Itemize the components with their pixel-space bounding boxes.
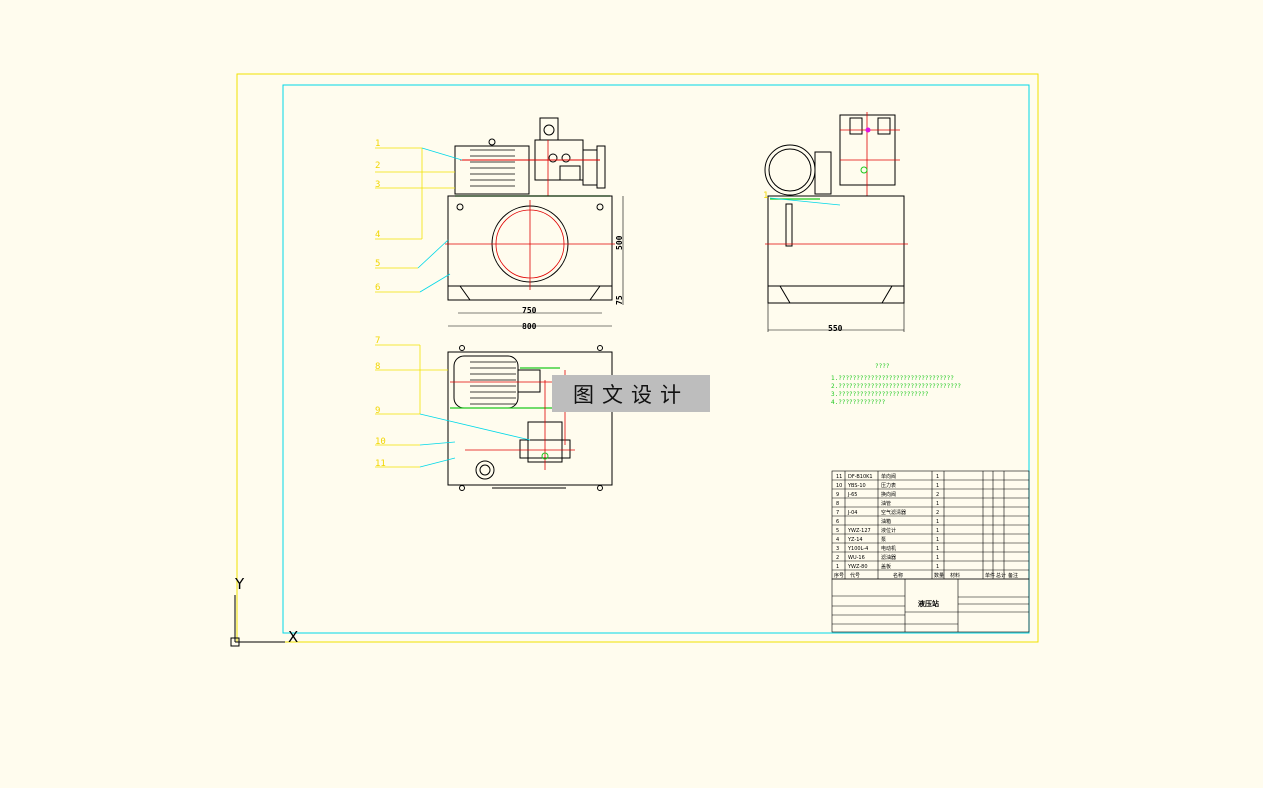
bom-cell-name: 单向阀 [881, 473, 896, 480]
dim-side-width: 550 [828, 324, 843, 333]
bom-cell-qty: 1 [936, 528, 939, 534]
bom-cell-code: DF-B10K1 [848, 474, 873, 480]
bom-header-cell: 单件 [985, 572, 995, 579]
bom-cell-no: 1 [836, 564, 839, 570]
bom-header-cell: 材料 [950, 572, 960, 579]
bom-cell-no: 4 [836, 537, 839, 543]
bom-cell-qty: 1 [936, 483, 939, 489]
dim-front-foot: 75 [615, 295, 624, 305]
title-block[interactable] [831, 578, 1030, 633]
callout-top-11: 11 [375, 459, 386, 469]
bom-cell-no: 2 [836, 555, 839, 561]
callout-front-3: 3 [375, 180, 380, 190]
bom-cell-name: 泵 [881, 537, 886, 543]
bom-cell-code: YWZ-127 [847, 528, 871, 534]
bom-cell-no: 3 [836, 546, 839, 552]
bom-cell-qty: 1 [936, 546, 939, 552]
bom-cell-qty: 1 [936, 564, 939, 570]
callout-top-10: 10 [375, 437, 386, 447]
bom-cell-name: 换向阀 [881, 491, 896, 498]
top-callout-leaders [375, 344, 448, 468]
ucs-y-label: Y [234, 575, 245, 593]
front-callout-cyan [417, 147, 463, 293]
bom-cell-qty: 2 [936, 510, 939, 516]
callout-front-6: 6 [375, 283, 380, 293]
callout-front-1: 1 [375, 139, 380, 149]
front-callout-leaders [375, 147, 455, 293]
bom-cell-code: YWZ-80 [847, 564, 868, 570]
notes-title: ???? [875, 363, 890, 370]
bom-cell-no: 10 [836, 483, 842, 489]
bom-cell-no: 9 [836, 492, 839, 498]
bom-cell-code: YBS-10 [847, 483, 866, 489]
bom-cell-qty: 1 [936, 519, 939, 525]
outer-frame [236, 73, 1039, 643]
bom-header-cell: 序号 [834, 572, 844, 579]
bom-cell-qty: 1 [936, 537, 939, 543]
bom-cell-no: 6 [836, 519, 839, 525]
bom-cell-no: 5 [836, 528, 839, 534]
bom-cell-code: J-04 [847, 510, 857, 516]
callout-front-2: 2 [375, 161, 380, 171]
inner-frame [282, 84, 1030, 634]
callout-top-8: 8 [375, 362, 380, 372]
top-callout-cyan [419, 413, 531, 468]
ucs-x-label: X [288, 628, 298, 646]
note-line-1: 1.???????????????????????????????? [831, 375, 954, 382]
top-view[interactable] [447, 345, 613, 491]
bom-cell-code: YZ-14 [847, 537, 863, 543]
bom-cell-name: 油管 [881, 500, 891, 507]
bom-header-cell: 备注 [1008, 572, 1018, 579]
dim-front-inner: 750 [522, 306, 537, 315]
ucs-icon [230, 595, 285, 647]
title-block-title: 液压站 [918, 599, 939, 608]
note-line-3: 3.????????????????????????? [831, 391, 929, 398]
bom-cell-code: WU-16 [848, 555, 865, 561]
callout-top-7: 7 [375, 336, 380, 346]
side-view[interactable] [764, 112, 908, 332]
bom-cell-name: 盖板 [881, 563, 891, 570]
dim-front-height: 500 [615, 235, 624, 250]
bom-cell-name: 电动机 [881, 545, 896, 552]
callout-front-4: 4 [375, 230, 380, 240]
note-line-4: 4.????????????? [831, 399, 886, 406]
front-view[interactable] [445, 117, 624, 327]
watermark-banner: 图文设计 [552, 375, 710, 412]
bom-header-cell: 代号 [850, 572, 860, 579]
bom-cell-name: 滤油器 [881, 554, 896, 561]
bom-header-cell: 总计 [996, 572, 1006, 579]
bom-cell-qty: 1 [936, 474, 939, 480]
bom-cell-name: 液位计 [881, 527, 896, 534]
bom-cell-code: J-65 [847, 492, 857, 498]
dim-front-outer: 800 [522, 322, 537, 331]
callout-top-9: 9 [375, 406, 380, 416]
bom-cell-qty: 1 [936, 501, 939, 507]
bom-cell-qty: 1 [936, 555, 939, 561]
bom-cell-no: 11 [836, 474, 842, 480]
bom-cell-no: 8 [836, 501, 839, 507]
callout-side-1: 1 [763, 191, 768, 201]
bom-cell-name: 压力表 [881, 482, 896, 489]
bom-cell-name: 空气滤清器 [881, 509, 906, 516]
bom-header-cell: 数量 [934, 572, 944, 579]
callout-front-5: 5 [375, 259, 380, 269]
bom-cell-qty: 2 [936, 492, 939, 498]
bom-cell-name: 油箱 [881, 518, 891, 525]
bom-cell-no: 7 [836, 510, 839, 516]
bom-header-cell: 名称 [893, 572, 903, 579]
bom-cell-code: Y100L-4 [847, 546, 868, 552]
note-line-2: 2.?????????????????????????????????? [831, 383, 961, 390]
